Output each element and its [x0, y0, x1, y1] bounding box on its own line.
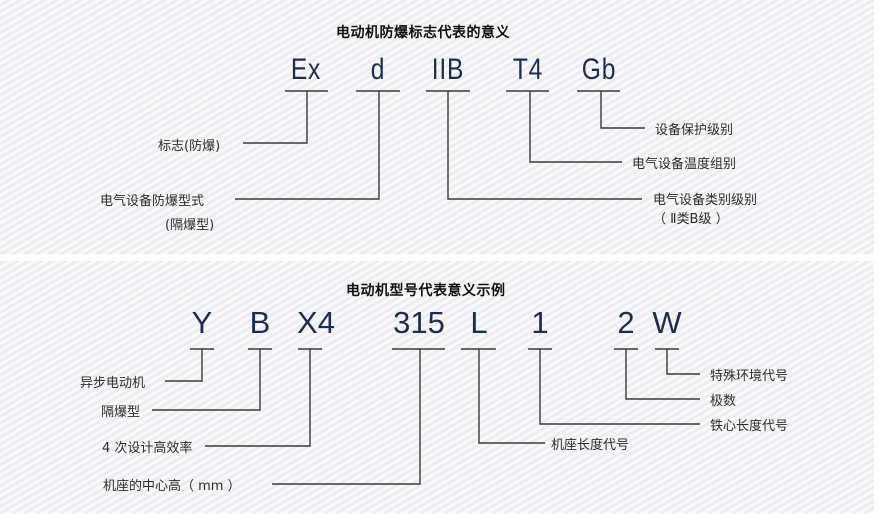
code-1: 1 — [531, 305, 549, 340]
label-d-line1: 电气设备防爆型式 — [100, 194, 205, 209]
code-gb: Gb — [581, 53, 617, 86]
code-ex: Ex — [290, 53, 322, 86]
code-x4: X4 — [297, 305, 335, 340]
connector-ex — [243, 91, 308, 144]
label-gb: 设备保护级别 — [655, 123, 734, 138]
label-b: 隔爆型 — [101, 405, 141, 420]
model-number-title: 电动机型号代表意义示例 — [346, 283, 506, 299]
code-y: Y — [191, 305, 213, 340]
connector-x4 — [205, 349, 311, 447]
connector-iib — [447, 91, 642, 200]
label-l: 机座长度代号 — [551, 438, 630, 453]
code-2: 2 — [617, 305, 635, 340]
explosion-marking-panel — [0, 0, 874, 254]
code-t4: T4 — [512, 53, 544, 86]
label-x4: 4 次设计高效率 — [102, 441, 193, 456]
connector-gb — [600, 91, 645, 129]
code-w: W — [652, 305, 682, 340]
label-1: 铁心长度代号 — [710, 419, 789, 434]
label-iib-line2: （ Ⅱ类B级 ） — [653, 212, 729, 227]
connector-2 — [625, 349, 700, 400]
label-d-line2: (隔爆型) — [165, 218, 215, 233]
label-w: 特殊环境代号 — [710, 369, 789, 384]
label-iib-line1: 电气设备类别级别 — [653, 193, 758, 208]
code-iib: IIB — [431, 53, 465, 86]
connector-b — [152, 349, 261, 411]
model-number-panel — [0, 261, 874, 513]
code-b: B — [249, 305, 271, 340]
label-y: 异步电动机 — [80, 376, 146, 391]
code-d: d — [370, 53, 386, 86]
connector-y — [165, 349, 203, 382]
code-l: L — [470, 305, 488, 340]
label-t4: 电气设备温度组别 — [632, 157, 737, 172]
explosion-marking-title: 电动机防爆标志代表的意义 — [336, 25, 510, 41]
code-315: 315 — [393, 305, 445, 340]
connector-1 — [539, 349, 700, 425]
connector-d — [235, 91, 380, 200]
connector-l — [478, 349, 545, 444]
label-ex: 标志(防爆) — [158, 139, 221, 154]
connector-t4 — [529, 91, 622, 163]
label-315: 机座的中心高（ mm ） — [103, 479, 241, 494]
connector-w — [666, 349, 700, 375]
label-2: 极数 — [710, 394, 737, 409]
connector-315 — [272, 349, 421, 485]
